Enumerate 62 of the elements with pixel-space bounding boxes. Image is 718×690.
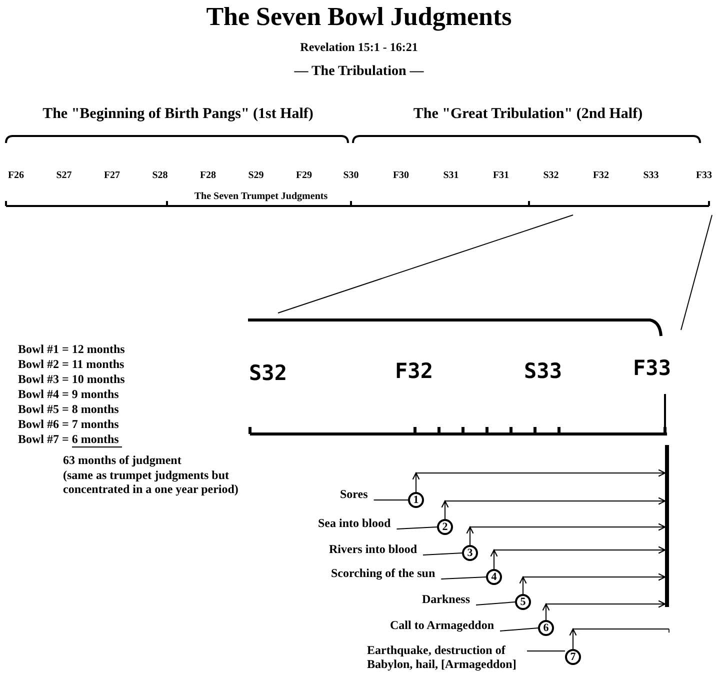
time-label: F30 xyxy=(392,170,410,182)
zoom-time-label: F33 xyxy=(633,357,671,380)
connector-line xyxy=(526,650,566,652)
arrow xyxy=(466,523,666,546)
arrow xyxy=(441,497,666,520)
time-label: F27 xyxy=(104,170,120,182)
time-label: S32 xyxy=(543,170,559,182)
time-label: S29 xyxy=(248,170,264,182)
connector-line xyxy=(422,552,462,556)
time-label: S30 xyxy=(343,170,359,182)
zoom-time-label: S32 xyxy=(249,362,287,385)
zoom-time-label: F32 xyxy=(395,360,433,383)
time-label: F29 xyxy=(296,170,312,182)
number-circle: 6 xyxy=(538,620,554,636)
subtitle: Revelation 15:1 - 16:21 xyxy=(300,40,418,54)
duration-label: Bowl #4 = 9 months xyxy=(18,387,119,401)
arrow xyxy=(542,600,666,620)
time-label: F28 xyxy=(200,170,216,182)
number-circle: 4 xyxy=(486,569,502,585)
bowl-label: Sores xyxy=(340,487,374,501)
total-note: 63 months of judgment xyxy=(63,453,182,467)
bowl-label: Darkness xyxy=(422,592,476,606)
number-circle: 3 xyxy=(462,545,478,561)
time-label: F33 xyxy=(696,170,712,182)
connector-line xyxy=(476,602,516,606)
arrow xyxy=(412,469,666,492)
connector-line xyxy=(500,628,538,632)
duration-label: Bowl #5 = 8 months xyxy=(18,402,119,416)
zoom-time-label: S33 xyxy=(524,360,562,383)
duration-label: Bowl #6 = 7 months xyxy=(18,417,119,431)
bowl-label: Sea into blood xyxy=(318,516,397,530)
bowl-label: Call to Armageddon xyxy=(390,618,500,632)
title: The Seven Bowl Judgments xyxy=(205,2,513,32)
note: (same as trumpet judgments but concentrated in a one year period) xyxy=(63,468,240,496)
time-label: F32 xyxy=(592,170,610,182)
time-label: S28 xyxy=(152,170,168,182)
number-circle: 2 xyxy=(437,519,453,535)
period-heading: The "Beginning of Birth Pangs" (1st Half) xyxy=(42,106,314,123)
connector-line xyxy=(396,526,438,530)
arrow xyxy=(490,546,666,570)
bowl-label: Rivers into blood xyxy=(329,542,424,556)
bowl-label: Earthquake, destruction of Babylon, hail, [Armageddon] xyxy=(367,643,527,671)
span-label: The Seven Trumpet Judgments xyxy=(194,191,328,203)
section-heading: — The Tribulation — xyxy=(294,64,424,80)
duration-label: Bowl #3 = 10 months xyxy=(18,372,125,386)
duration-label: Bowl #7 = 6 months xyxy=(18,432,119,446)
period-heading: The "Great Tribulation" (2nd Half) xyxy=(413,106,643,123)
duration-label: Bowl #2 = 11 months xyxy=(18,357,124,371)
number-circle: 5 xyxy=(515,594,531,610)
time-label: S31 xyxy=(443,170,459,182)
number-circle: 1 xyxy=(408,492,424,508)
time-label: S33 xyxy=(643,170,659,182)
time-label: F31 xyxy=(492,170,510,182)
number-circle: 7 xyxy=(565,649,581,665)
time-label: F26 xyxy=(8,170,24,182)
time-label: S27 xyxy=(56,170,72,182)
duration-label: Bowl #1 = 12 months xyxy=(18,342,125,356)
connector-line xyxy=(440,576,486,580)
bowl-label: Scorching of the sun xyxy=(331,566,442,580)
connector-line xyxy=(569,628,670,650)
arrow xyxy=(519,573,666,594)
end-bar xyxy=(665,445,669,607)
